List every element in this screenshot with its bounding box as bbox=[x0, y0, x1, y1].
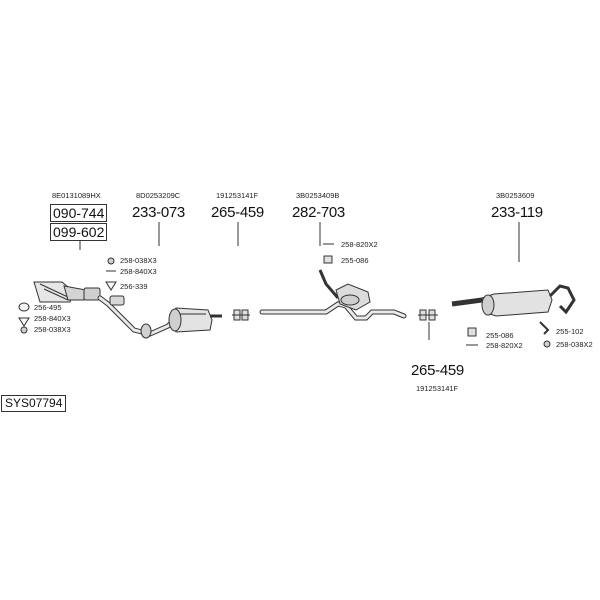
accessory-label[interactable]: 258-820X2 bbox=[486, 341, 523, 350]
oem-code-clamp1: 191253141F bbox=[216, 191, 259, 200]
front-pipe-drawing bbox=[97, 295, 222, 339]
middle-pipe-drawing bbox=[259, 243, 407, 321]
oem-code-clamp2: 191253141F bbox=[416, 384, 459, 393]
accessory-label[interactable]: 258-038X2 bbox=[556, 340, 593, 349]
part-number-clamp1[interactable]: 265-459 bbox=[211, 204, 264, 221]
front-accessory-icons bbox=[105, 257, 117, 291]
accessory-label[interactable]: 258-840X3 bbox=[34, 314, 71, 323]
part-number-cat-1[interactable]: 090-744 bbox=[50, 204, 108, 222]
oem-code-front: 8D0253209C bbox=[136, 191, 181, 200]
accessory-label[interactable]: 258-038X3 bbox=[34, 325, 71, 334]
rear-silencer-drawing bbox=[451, 284, 576, 317]
catalytic-converter-drawing bbox=[33, 281, 101, 303]
oem-code-rear: 3B0253609 bbox=[496, 191, 535, 200]
diagram-code: SYS07794 bbox=[1, 395, 67, 412]
accessory-label[interactable]: 255-086 bbox=[486, 331, 514, 340]
part-number-front[interactable]: 233-073 bbox=[132, 204, 185, 221]
rear-accessory-icons bbox=[466, 321, 551, 348]
gasket-drawings-left bbox=[18, 302, 30, 334]
part-number-clamp2[interactable]: 265-459 bbox=[411, 362, 464, 379]
accessory-label[interactable]: 255-086 bbox=[341, 256, 369, 265]
part-number-rear[interactable]: 233-119 bbox=[491, 204, 543, 221]
accessory-label[interactable]: 258-820X2 bbox=[341, 240, 378, 249]
clamp-2-drawing bbox=[418, 309, 438, 321]
accessory-label[interactable]: 255-102 bbox=[556, 327, 584, 336]
accessory-label[interactable]: 258-038X3 bbox=[120, 256, 157, 265]
oem-code-cat: 8E0131089HX bbox=[52, 191, 101, 200]
accessory-label[interactable]: 258-840X3 bbox=[120, 267, 157, 276]
oem-code-mid: 3B0253409B bbox=[296, 191, 340, 200]
clamp-1-drawing bbox=[232, 309, 250, 321]
accessory-label[interactable]: 256-339 bbox=[120, 282, 148, 291]
part-number-cat-2[interactable]: 099-602 bbox=[50, 223, 108, 241]
part-number-mid[interactable]: 282-703 bbox=[292, 204, 345, 221]
accessory-label[interactable]: 256-495 bbox=[34, 303, 62, 312]
